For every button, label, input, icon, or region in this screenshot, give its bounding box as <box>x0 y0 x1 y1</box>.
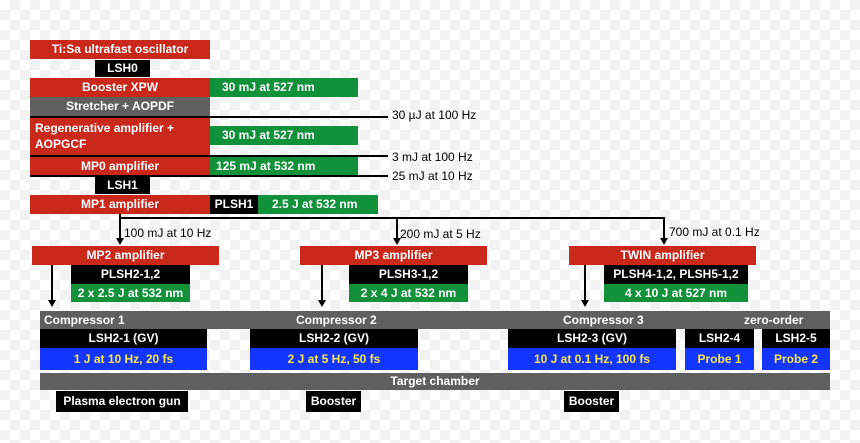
branch-line-2 <box>396 217 398 238</box>
stretcher-box: Stretcher + AOPDF <box>30 97 210 116</box>
probe-2-box: Probe 2 <box>762 348 830 370</box>
twin-down-arrow <box>581 300 589 307</box>
branch-arrow-1 <box>116 238 124 245</box>
twin-output: 4 x 10 J at 527 nm <box>604 284 748 302</box>
plasma-electron-gun-box: Plasma electron gun <box>56 391 188 412</box>
branch-line-1 <box>119 217 121 238</box>
plsh45-box: PLSH4-1,2, PLSH5-1,2 <box>604 265 748 284</box>
tap-line-2 <box>30 155 388 157</box>
output-2-box: 2 J at 5 Hz, 50 fs <box>250 348 418 370</box>
booster-xpw-output: 30 mJ at 527 nm <box>210 78 358 97</box>
lsh0-box: LSH0 <box>95 60 150 77</box>
tap-label-2: 3 mJ at 100 Hz <box>392 150 473 164</box>
lsh1-box: LSH1 <box>95 177 150 194</box>
oscillator-box: Ti:Sa ultrafast oscillator <box>30 40 210 59</box>
mp0-amplifier-box: MP0 amplifier <box>30 157 210 175</box>
tap-line-1 <box>30 116 388 118</box>
regen-amplifier-box: Regenerative amplifier + AOPGCF <box>30 117 210 155</box>
compressor-bar <box>40 311 830 329</box>
twin-amplifier-box: TWIN amplifier <box>569 246 756 265</box>
booster-xpw-box: Booster XPW <box>30 78 210 97</box>
tap-label-3: 25 mJ at 10 Hz <box>392 169 473 183</box>
mp2-down-arrow <box>48 300 56 307</box>
branch-label-2: 200 mJ at 5 Hz <box>400 227 481 241</box>
mp3-down-arrow <box>318 300 326 307</box>
branch-arrow-2 <box>393 238 401 245</box>
lsh2-3-box: LSH2-3 (GV) <box>508 329 676 348</box>
mp2-output: 2 x 2.5 J at 532 nm <box>71 284 190 302</box>
mp2-down-line <box>51 265 53 300</box>
mp2-amplifier-box: MP2 amplifier <box>32 246 219 265</box>
tap-line-3 <box>30 175 388 177</box>
probe-1-box: Probe 1 <box>685 348 754 370</box>
lsh2-2-box: LSH2-2 (GV) <box>250 329 418 348</box>
branch-label-1: 100 mJ at 10 Hz <box>124 226 212 240</box>
mp1-output: 2.5 J at 532 nm <box>258 195 378 214</box>
compressor-1-label: Compressor 1 <box>44 313 125 327</box>
mp1-amplifier-box: MP1 amplifier <box>30 195 210 214</box>
twin-down-line <box>584 265 586 300</box>
plsh1-box: PLSH1 <box>210 195 258 214</box>
mp3-down-line <box>321 265 323 300</box>
compressor-2-label: Compressor 2 <box>296 313 377 327</box>
mp0-output: 125 mJ at 532 nm <box>210 157 358 175</box>
lsh2-1-box: LSH2-1 (GV) <box>40 329 207 348</box>
mp3-amplifier-box: MP3 amplifier <box>300 246 487 265</box>
lsh2-5-box: LSH2-5 <box>762 329 830 348</box>
plsh2-box: PLSH2-1,2 <box>71 265 190 284</box>
lsh2-4-box: LSH2-4 <box>685 329 754 348</box>
branch-arrow-3 <box>660 238 668 245</box>
compressor-3-label: Compressor 3 <box>563 313 644 327</box>
tap-label-1: 30 µJ at 100 Hz <box>392 108 477 122</box>
regen-output: 30 mJ at 527 nm <box>210 126 358 145</box>
plsh3-box: PLSH3-1,2 <box>349 265 468 284</box>
booster-box-2: Booster <box>564 391 619 412</box>
output-1-box: 1 J at 10 Hz, 20 fs <box>40 348 207 370</box>
branch-label-3: 700 mJ at 0.1 Hz <box>669 225 760 239</box>
output-3-box: 10 J at 0.1 Hz, 100 fs <box>508 348 676 370</box>
booster-box-1: Booster <box>306 391 361 412</box>
branch-line-3 <box>663 217 665 238</box>
mp1-stem <box>119 214 121 218</box>
distribution-line <box>119 217 665 219</box>
mp3-output: 2 x 4 J at 532 nm <box>349 284 468 302</box>
zero-order-label: zero-order <box>744 313 804 327</box>
target-chamber-bar: Target chamber <box>40 373 830 390</box>
